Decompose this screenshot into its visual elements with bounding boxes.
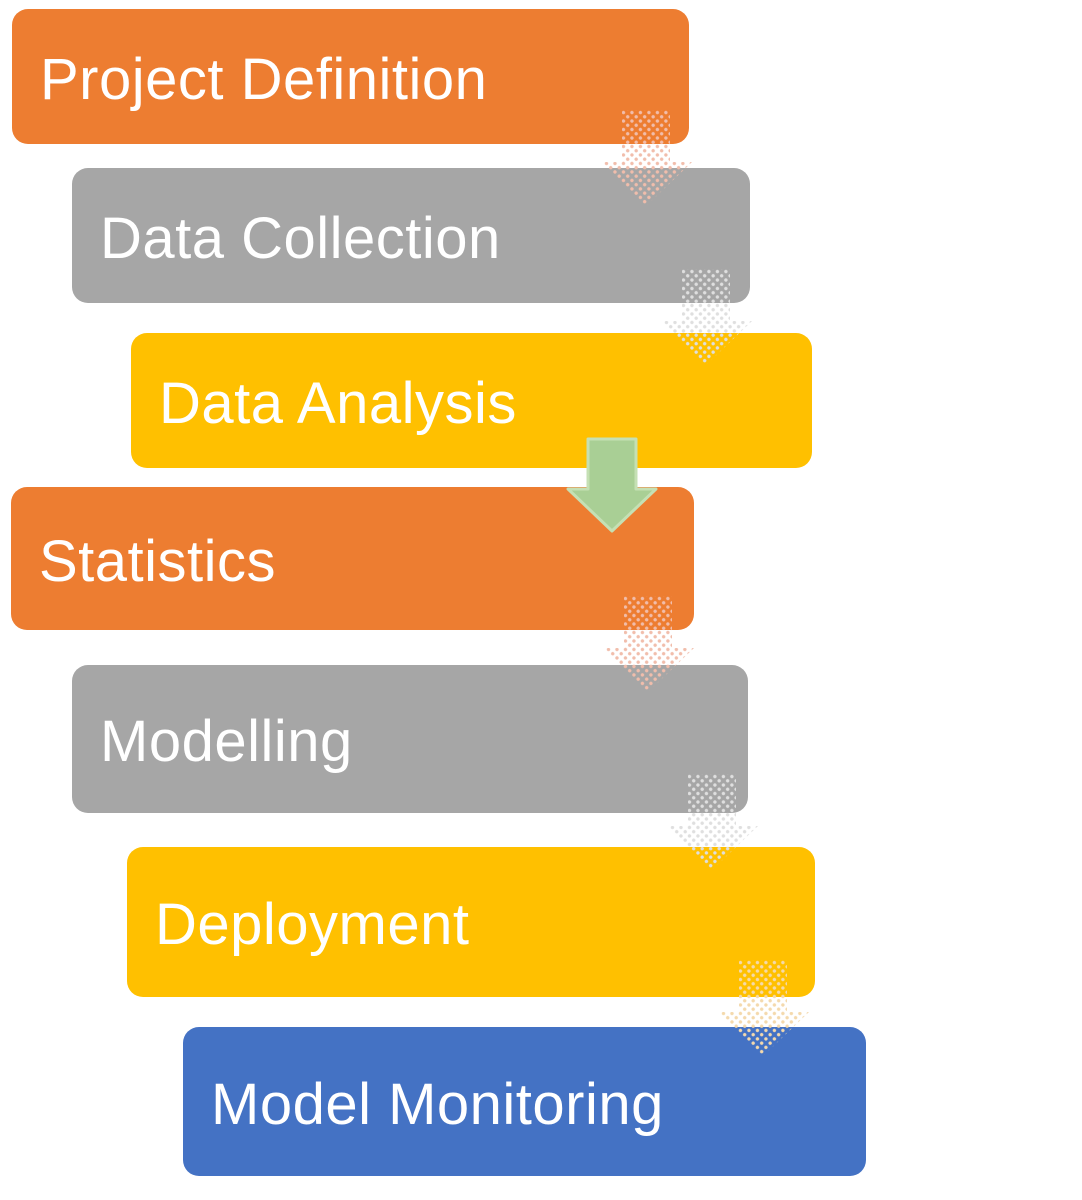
step-data-analysis: Data Analysis [131,333,812,468]
step-project-definition: Project Definition [12,9,689,144]
step-label: Data Collection [100,205,501,271]
down-arrow-icon-1 [600,110,692,206]
step-modelling: Modelling [72,665,748,813]
down-arrow-icon-6 [717,960,809,1056]
step-label: Data Analysis [159,370,517,436]
step-deployment: Deployment [127,847,815,997]
down-arrow-icon-3 [566,437,658,533]
step-label: Model Monitoring [211,1071,664,1137]
down-arrow-icon-5 [666,774,758,870]
step-label: Statistics [39,528,277,594]
step-label: Deployment [155,892,470,957]
step-statistics: Statistics [11,487,694,630]
down-arrow-icon-4 [602,596,694,692]
step-label: Modelling [100,709,353,774]
step-model-monitoring: Model Monitoring [183,1027,866,1176]
down-arrow-icon-2 [660,269,752,365]
step-label: Project Definition [40,46,488,112]
